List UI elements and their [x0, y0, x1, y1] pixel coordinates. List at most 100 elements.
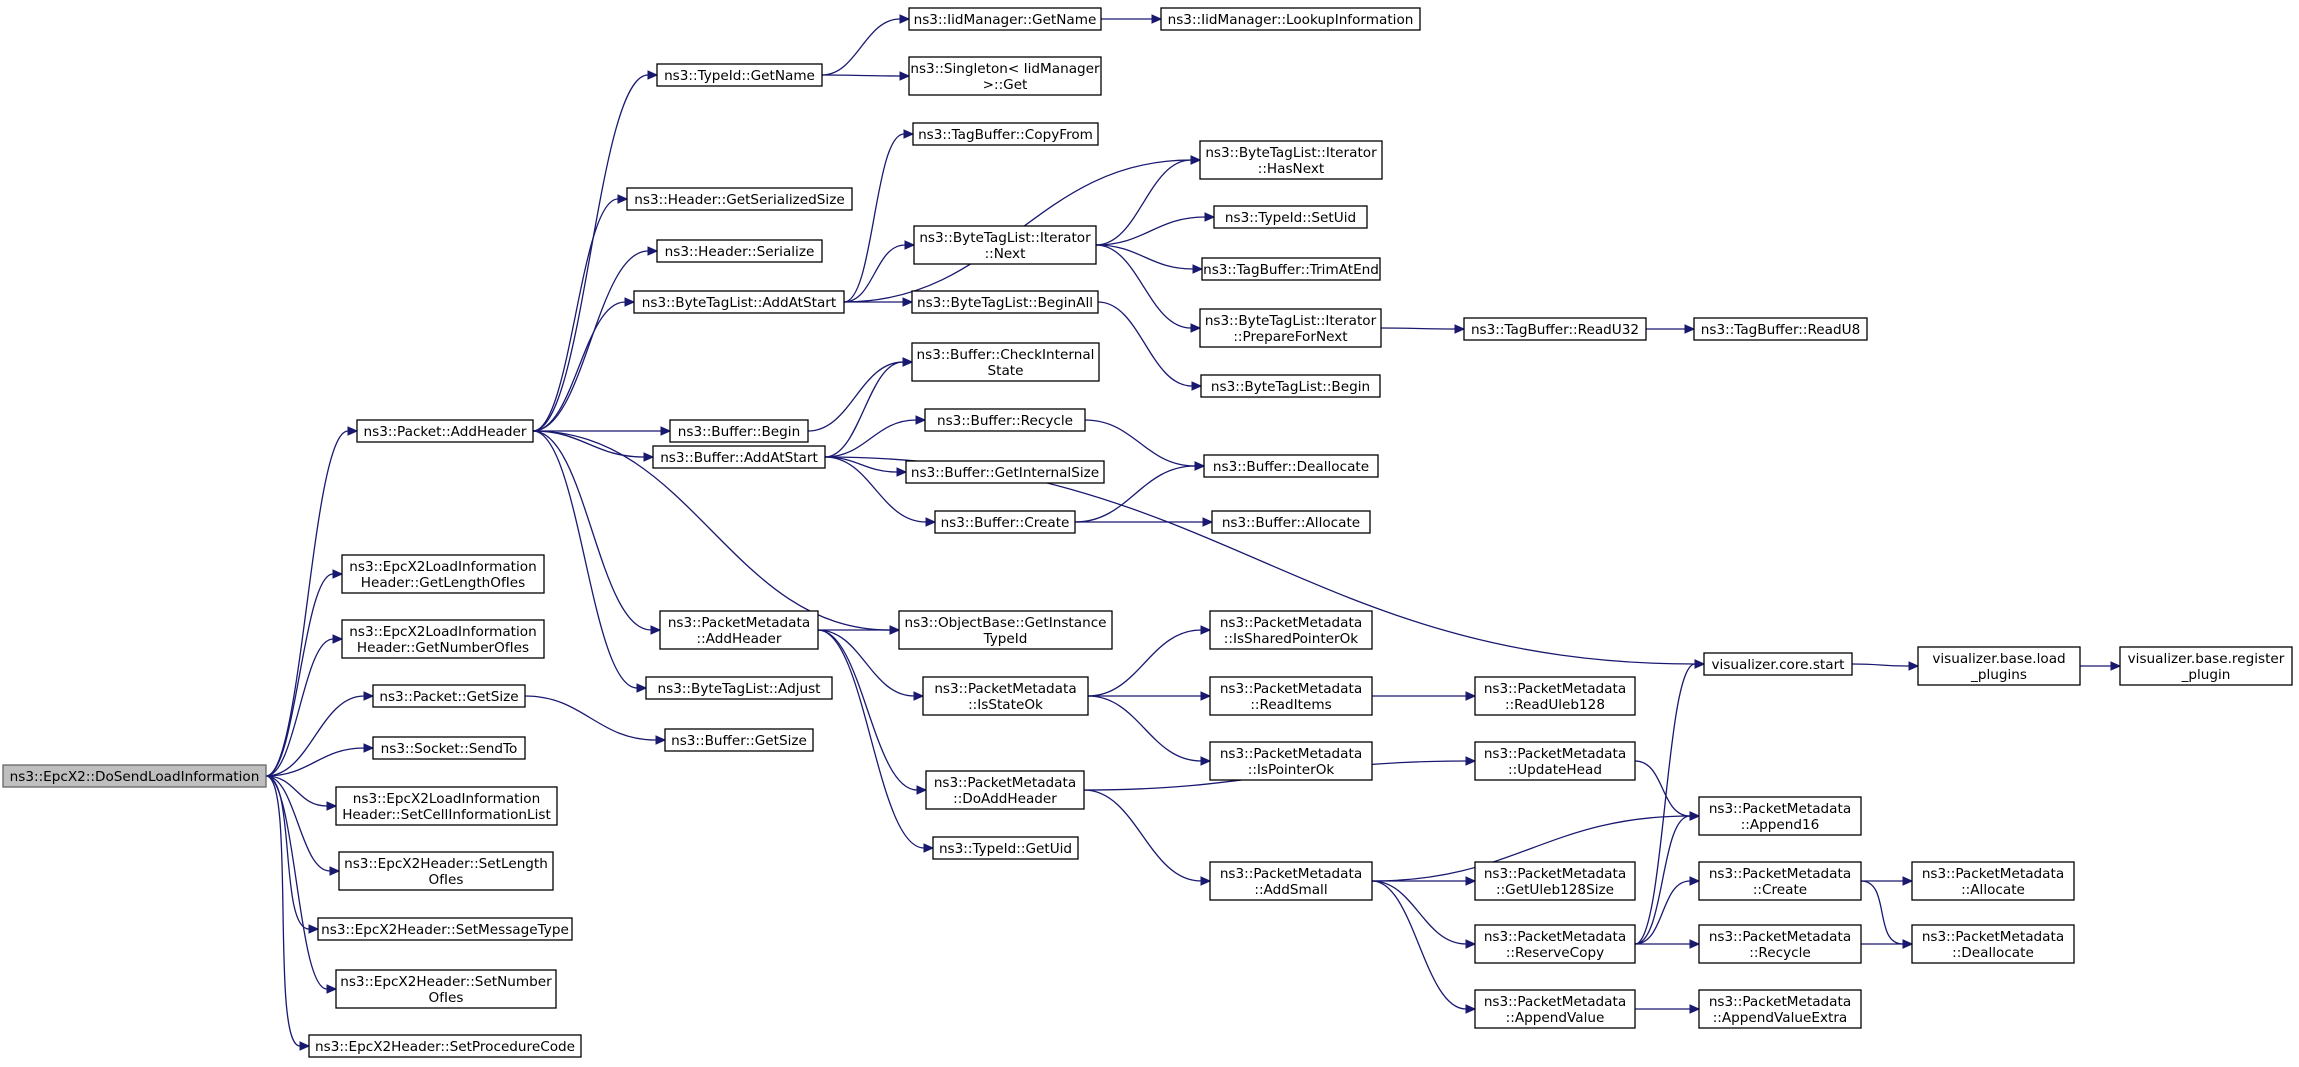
graph-node-n41[interactable]: ns3::PacketMetadata::IsSharedPointerOk [1209, 610, 1373, 650]
graph-node-n60[interactable]: ns3::PacketMetadata::Deallocate [1911, 924, 2075, 964]
edge-arrowhead [1684, 324, 1696, 334]
graph-edge [265, 691, 375, 777]
graph-edge [1646, 324, 1696, 334]
graph-node-n23[interactable]: ns3::ByteTagList::Iterator::Next [913, 225, 1097, 265]
graph-node-n56[interactable]: ns3::PacketMetadata::Recycle [1698, 924, 1862, 964]
graph-node-n40[interactable]: ns3::Buffer::Allocate [1211, 510, 1371, 534]
node-box [1209, 861, 1373, 901]
graph-node-n51[interactable]: ns3::PacketMetadata::ReserveCopy [1474, 924, 1636, 964]
graph-node-n32[interactable]: ns3::TypeId::GetUid [932, 836, 1079, 860]
graph-node-n42[interactable]: ns3::PacketMetadata::ReadItems [1209, 676, 1373, 716]
graph-node-n16[interactable]: ns3::Buffer::AddAtStart [652, 445, 826, 469]
node-label: ns3::Buffer::AddAtStart [660, 450, 818, 466]
graph-node-n59[interactable]: ns3::PacketMetadata::Allocate [1911, 861, 2075, 901]
edge-arrowhead [1454, 324, 1466, 334]
graph-node-n3[interactable]: ns3::EpcX2LoadInformationHeader::GetNumb… [341, 619, 545, 659]
graph-node-n35[interactable]: ns3::TypeId::SetUid [1213, 205, 1368, 229]
edge-arrowhead [1689, 811, 1701, 821]
node-box [924, 408, 1086, 432]
node-box [372, 736, 526, 760]
graph-node-n47[interactable]: visualizer.core.start [1703, 652, 1853, 676]
edge-line [265, 775, 310, 930]
graph-node-n52[interactable]: ns3::PacketMetadata::AppendValue [1474, 989, 1636, 1029]
graph-node-n49[interactable]: ns3::PacketMetadata::UpdateHead [1474, 741, 1636, 781]
node-box [1209, 741, 1373, 781]
graph-node-n15[interactable]: ns3::Buffer::Begin [669, 419, 809, 443]
graph-node-n0[interactable]: ns3::EpcX2::DoSendLoadInformation [2, 764, 267, 788]
graph-node-n58[interactable]: visualizer.base.register_plugin [2119, 646, 2293, 686]
nodes-layer: ns3::EpcX2::DoSendLoadInformationns3::Pa… [2, 7, 2293, 1058]
node-box [1698, 796, 1862, 836]
node-label: ::Recycle [1749, 945, 1811, 961]
edge-line [265, 638, 334, 777]
graph-node-n44[interactable]: ns3::PacketMetadata::AddSmall [1209, 861, 1373, 901]
graph-node-n28[interactable]: ns3::Buffer::Create [934, 510, 1076, 534]
graph-node-n2[interactable]: ns3::EpcX2LoadInformationHeader::GetLeng… [341, 554, 545, 594]
edge-line [265, 573, 334, 777]
graph-node-n10[interactable]: ns3::EpcX2Header::SetProcedureCode [308, 1034, 582, 1058]
edge-arrowhead [617, 194, 629, 204]
graph-edge [1634, 876, 1701, 945]
graph-node-n37[interactable]: ns3::ByteTagList::Iterator::PrepareForNe… [1199, 308, 1382, 348]
graph-node-n39[interactable]: ns3::Buffer::Deallocate [1203, 454, 1379, 478]
graph-node-n18[interactable]: ns3::ByteTagList::Adjust [645, 676, 833, 700]
node-label: OfIes [429, 872, 464, 888]
graph-edge [2079, 661, 2122, 671]
graph-node-n34[interactable]: ns3::ByteTagList::Iterator::HasNext [1199, 140, 1383, 180]
graph-node-n13[interactable]: ns3::Header::Serialize [656, 239, 823, 263]
graph-node-n36[interactable]: ns3::TagBuffer::TrimAtEnd [1201, 257, 1381, 281]
graph-node-n30[interactable]: ns3::PacketMetadata::IsStateOk [922, 676, 1089, 716]
graph-node-n55[interactable]: ns3::PacketMetadata::Create [1698, 861, 1862, 901]
node-label: ns3::PacketMetadata [1484, 681, 1626, 697]
graph-node-n26[interactable]: ns3::Buffer::Recycle [924, 408, 1086, 432]
graph-node-n14[interactable]: ns3::ByteTagList::AddAtStart [633, 290, 845, 314]
graph-node-n54[interactable]: ns3::PacketMetadata::Append16 [1698, 796, 1862, 836]
edge-arrowhead [647, 70, 659, 80]
graph-node-n38[interactable]: ns3::ByteTagList::Begin [1200, 374, 1381, 398]
graph-node-n1[interactable]: ns3::Packet::AddHeader [356, 419, 534, 443]
node-box [2119, 646, 2293, 686]
edge-line [532, 430, 891, 631]
graph-node-n5[interactable]: ns3::Socket::SendTo [372, 736, 526, 760]
graph-node-n11[interactable]: ns3::TypeId::GetName [656, 63, 823, 87]
graph-node-n8[interactable]: ns3::EpcX2Header::SetMessageType [317, 917, 573, 941]
graph-node-n20[interactable]: ns3::IidManager::GetName [908, 7, 1102, 31]
graph-node-n50[interactable]: ns3::PacketMetadata::GetUleb128Size [1474, 861, 1636, 901]
graph-node-n24[interactable]: ns3::ByteTagList::BeginAll [911, 290, 1099, 314]
graph-node-n53[interactable]: visualizer.base.load_plugins [1917, 646, 2081, 686]
graph-node-n6[interactable]: ns3::EpcX2LoadInformationHeader::SetCell… [335, 786, 558, 826]
graph-node-n57[interactable]: ns3::PacketMetadata::AppendValueExtra [1698, 989, 1862, 1029]
graph-edge [1095, 155, 1202, 246]
graph-node-n12[interactable]: ns3::Header::GetSerializedSize [626, 187, 853, 211]
node-label: ns3::PacketMetadata [1484, 929, 1626, 945]
node-label: ns3::PacketMetadata [1220, 746, 1362, 762]
node-label: ns3::PacketMetadata [934, 775, 1076, 791]
node-box [913, 225, 1097, 265]
graph-node-n21[interactable]: ns3::Singleton< IidManager>::Get [908, 56, 1102, 96]
edge-arrowhead [1200, 691, 1212, 701]
graph-node-n48[interactable]: ns3::PacketMetadata::ReadUleb128 [1474, 676, 1636, 716]
graph-node-n27[interactable]: ns3::Buffer::GetInternalSize [905, 460, 1105, 484]
node-box [1199, 308, 1382, 348]
graph-node-n43[interactable]: ns3::PacketMetadata::IsPointerOk [1209, 741, 1373, 781]
graph-node-n45[interactable]: ns3::TagBuffer::ReadU32 [1463, 317, 1647, 341]
edge-arrowhead [902, 357, 914, 367]
graph-node-n17[interactable]: ns3::PacketMetadata::AddHeader [659, 610, 819, 650]
node-label: ::Allocate [1961, 882, 2025, 898]
graph-node-n33[interactable]: ns3::IidManager::LookupInformation [1160, 7, 1421, 31]
graph-node-n31[interactable]: ns3::PacketMetadata::DoAddHeader [925, 770, 1085, 810]
edge-arrowhead [326, 801, 338, 811]
graph-node-n46[interactable]: ns3::TagBuffer::ReadU8 [1693, 317, 1868, 341]
graph-node-n4[interactable]: ns3::Packet::GetSize [372, 684, 526, 708]
node-label: ns3::PacketMetadata [1220, 866, 1362, 882]
edge-line [1634, 760, 1691, 817]
edge-line [265, 775, 331, 872]
graph-node-n19[interactable]: ns3::Buffer::GetSize [664, 728, 814, 752]
node-label: ns3::EpcX2Header::SetProcedureCode [315, 1039, 575, 1055]
edge-arrowhead [915, 415, 927, 425]
graph-node-n22[interactable]: ns3::TagBuffer::CopyFrom [912, 122, 1099, 146]
